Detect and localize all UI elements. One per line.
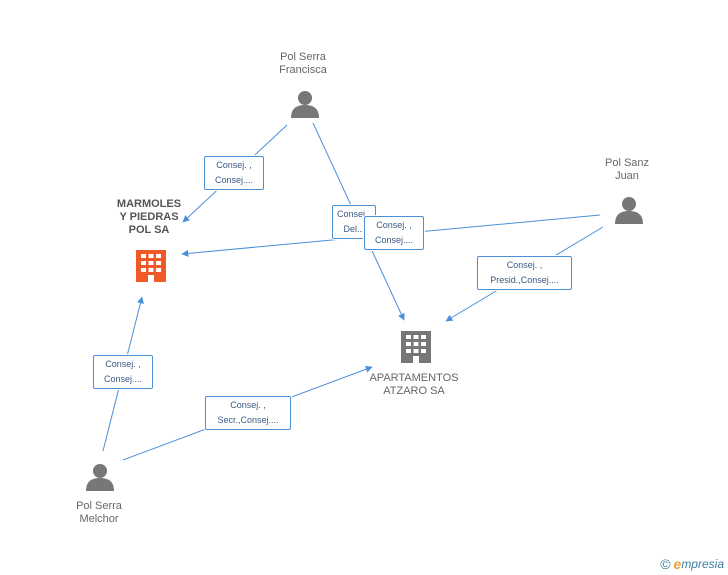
relation-text: Consej.... <box>103 374 143 384</box>
node-label-line: MARMOLES <box>116 198 182 210</box>
node-label-line: Pol Serra <box>280 51 326 63</box>
person-icon[interactable] <box>615 197 643 224</box>
node-label-pol-serra-francisca[interactable]: Pol Serra Francisca <box>253 51 353 77</box>
relation-text: Secr.,Consej.... <box>217 415 279 425</box>
node-label-line: Francisca <box>279 64 327 76</box>
relation-text: Consej.... <box>214 175 254 185</box>
node-label-marmoles[interactable]: MARMOLES Y PIEDRAS POL SA <box>99 198 199 237</box>
node-label-pol-sanz-juan[interactable]: Pol Sanz Juan <box>577 157 677 183</box>
relation-text: Consej. , <box>376 220 412 230</box>
relation-text: Del... <box>343 224 365 234</box>
node-label-line: Pol Serra <box>76 500 122 512</box>
building-icon[interactable] <box>401 331 431 363</box>
relation-box-sanz-apartamentos[interactable]: Consej. , Presid.,Consej.... <box>477 256 572 290</box>
node-label-line: Pol Sanz <box>604 157 650 169</box>
relation-box-francisca-marmoles[interactable]: Consej. , Consej.... <box>204 156 264 190</box>
relation-box-melchor-apartamentos[interactable]: Consej. , Secr.,Consej.... <box>205 396 291 430</box>
building-icon[interactable] <box>136 250 166 282</box>
node-label-pol-serra-melchor[interactable]: Pol Serra Melchor <box>49 500 149 526</box>
relation-text: Consej. , <box>230 400 266 410</box>
relation-text: Consej. , <box>506 260 543 270</box>
relation-text: Consej. , <box>216 160 252 170</box>
relation-text: Consej.... <box>374 235 414 245</box>
person-icon[interactable] <box>291 91 319 118</box>
node-label-line: Juan <box>615 170 639 182</box>
node-label-line: Y PIEDRAS <box>119 211 179 223</box>
brand-initial: e <box>673 556 682 572</box>
relation-box-sanz-marmoles[interactable]: Consej. , Consej.... <box>364 216 424 250</box>
copyright-symbol: © <box>660 556 671 572</box>
edges <box>102 122 604 461</box>
brand-name: mpresia <box>681 557 724 571</box>
node-label-apartamentos[interactable]: APARTAMENTOS ATZARO SA <box>354 372 474 398</box>
node-label-line: ATZARO SA <box>383 385 445 397</box>
relation-text: Presid.,Consej.... <box>490 275 559 285</box>
person-icon[interactable] <box>86 464 114 491</box>
relation-box-melchor-marmoles[interactable]: Consej. , Consej.... <box>93 355 153 389</box>
relation-text: Consej. , <box>105 359 141 369</box>
relation-text: Consej. , <box>337 209 371 219</box>
node-label-line: POL SA <box>128 224 170 236</box>
node-label-line: APARTAMENTOS <box>369 372 459 384</box>
node-label-line: Melchor <box>79 513 119 525</box>
